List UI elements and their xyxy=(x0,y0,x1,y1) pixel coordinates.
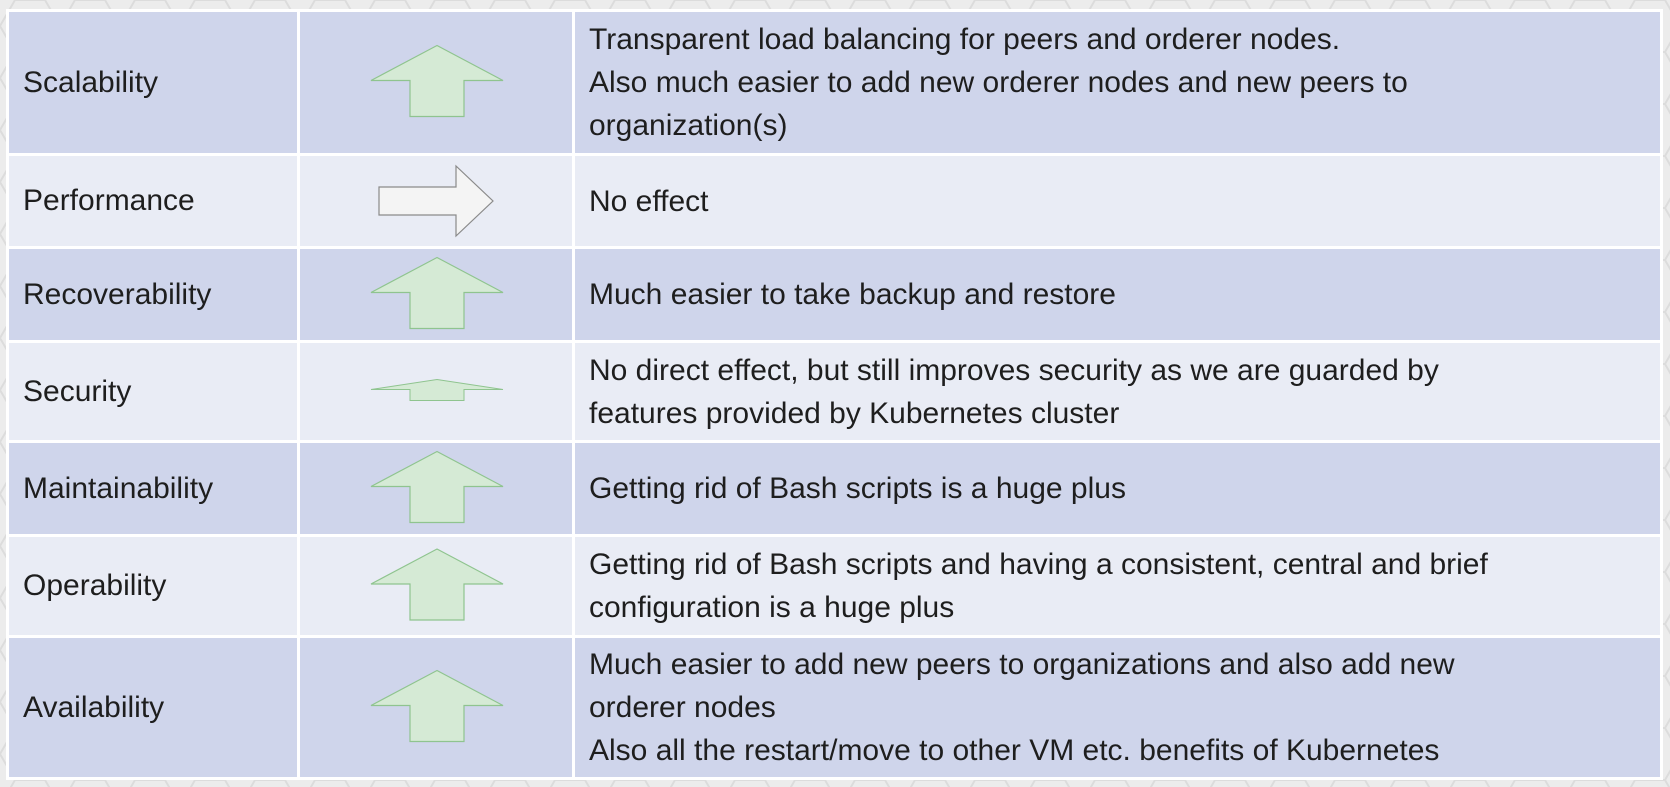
description-line: No effect xyxy=(589,184,709,218)
description-line: Getting rid of Bash scripts and having a… xyxy=(589,548,1488,581)
table-row: Maintainability Getting rid of Bash scrip… xyxy=(6,440,1663,537)
table-row: Scalability Transparent load balancing fo… xyxy=(6,9,1663,156)
arrow-up-icon xyxy=(300,249,572,340)
description-line: Much easier to take backup and restore xyxy=(589,278,1116,311)
arrow-up-icon xyxy=(300,12,572,153)
attribute-name: Operability xyxy=(6,534,300,638)
description-line: Getting rid of Bash scripts is a huge pl… xyxy=(589,472,1126,505)
attribute-name: Maintainability xyxy=(6,440,300,537)
impact-cell xyxy=(297,340,575,443)
attribute-description: No direct effect, but still improves sec… xyxy=(572,340,1663,443)
attribute-description: Much easier to take backup and restore xyxy=(572,246,1663,343)
attribute-description: Getting rid of Bash scripts and having a… xyxy=(572,534,1663,638)
impact-cell xyxy=(297,635,575,780)
description-line: features provided by Kubernetes cluster xyxy=(589,396,1120,430)
table-row: Availability Much easier to add new peers… xyxy=(6,635,1663,780)
table-row: Recoverability Much easier to take backup… xyxy=(6,246,1663,343)
attribute-description: Getting rid of Bash scripts is a huge pl… xyxy=(572,440,1663,537)
table-row: Operability Getting rid of Bash scripts a… xyxy=(6,534,1663,638)
attribute-description: No effect xyxy=(572,153,1663,249)
attribute-name: Scalability xyxy=(6,9,300,156)
table-row: Security No direct effect, but still impr… xyxy=(6,340,1663,443)
impact-cell xyxy=(297,246,575,343)
description-line: Much easier to add new peers to organiza… xyxy=(589,648,1455,681)
arrow-up-icon xyxy=(300,638,572,777)
quality-attributes-table: Scalability Transparent load balancing fo… xyxy=(6,9,1663,780)
attribute-description: Much easier to add new peers to organiza… xyxy=(572,635,1663,780)
arrow-right-icon xyxy=(300,156,572,246)
description-line: configuration is a huge plus xyxy=(589,591,955,624)
description-line: Also all the restart/move to other VM et… xyxy=(589,734,1440,767)
attribute-name: Performance xyxy=(6,153,300,249)
description-line: Also much easier to add new orderer node… xyxy=(589,66,1408,99)
flat-arrow-up-icon xyxy=(300,343,572,440)
impact-cell xyxy=(297,440,575,537)
description-line: Transparent load balancing for peers and… xyxy=(589,23,1341,56)
attribute-name: Security xyxy=(6,340,300,443)
attribute-description: Transparent load balancing for peers and… xyxy=(572,9,1663,156)
table-row: Performance No effect xyxy=(6,153,1663,249)
attribute-name: Recoverability xyxy=(6,246,300,343)
description-line: organization(s) xyxy=(589,109,788,142)
description-line: No direct effect, but still improves sec… xyxy=(589,353,1439,387)
impact-cell xyxy=(297,9,575,156)
arrow-up-icon xyxy=(300,537,572,635)
description-line: orderer nodes xyxy=(589,691,776,724)
attribute-name: Availability xyxy=(6,635,300,780)
arrow-up-icon xyxy=(300,443,572,534)
impact-cell xyxy=(297,534,575,638)
impact-cell xyxy=(297,153,575,249)
